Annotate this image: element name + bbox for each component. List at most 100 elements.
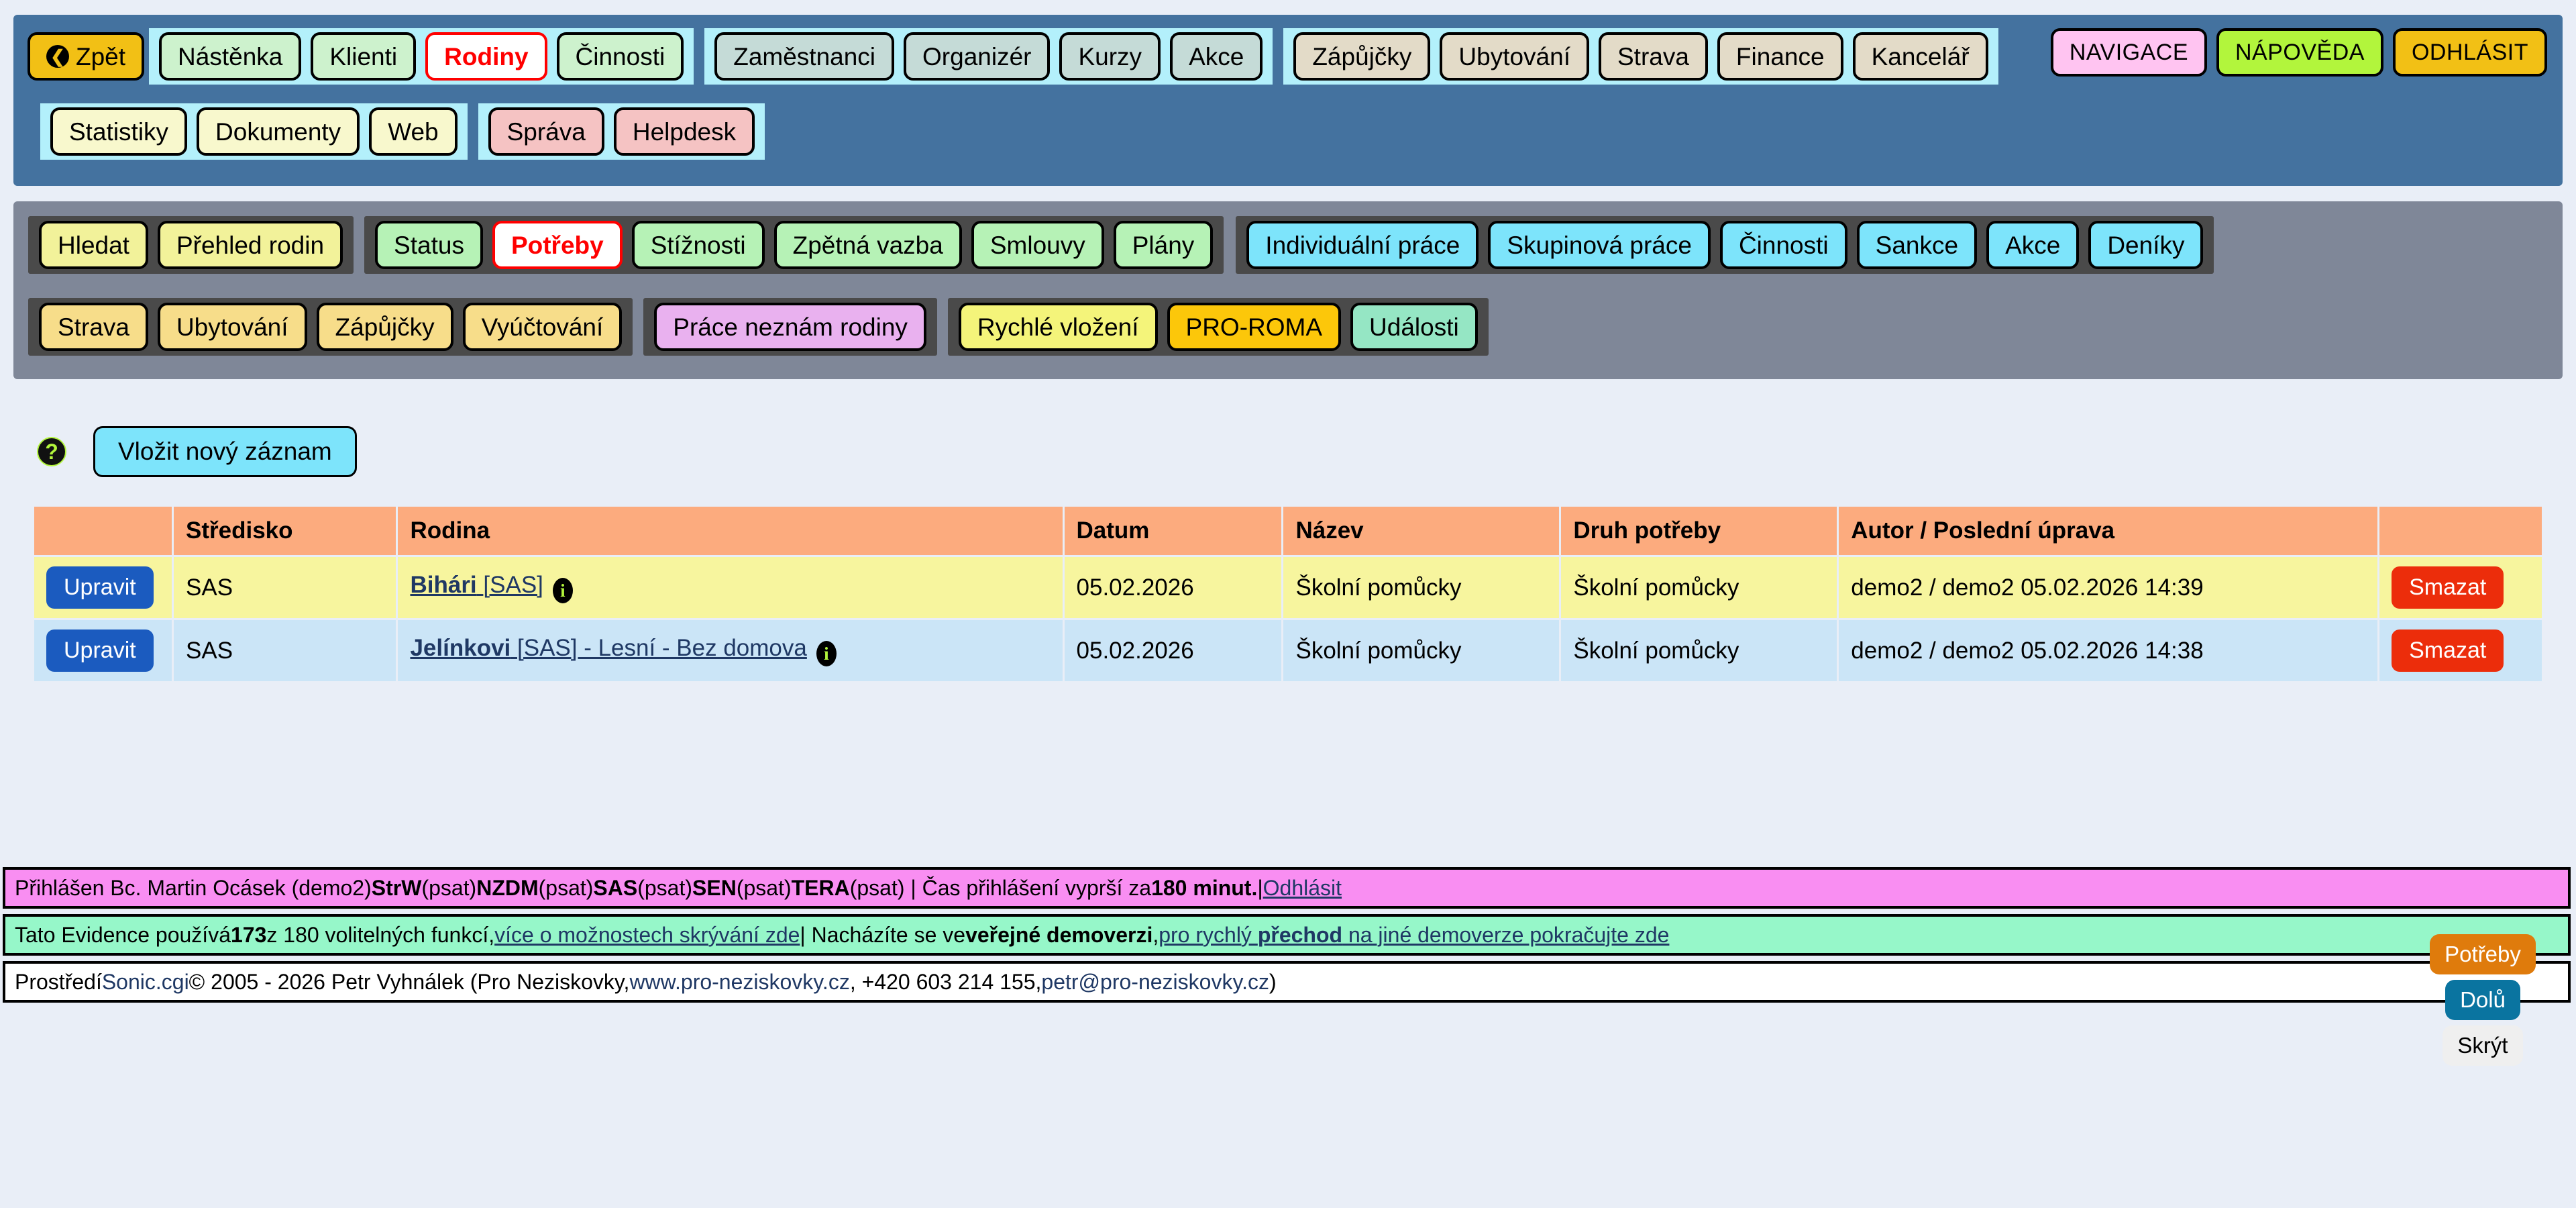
subnav-item-zpetna-vazba[interactable]: Zpětná vazba [773, 221, 962, 269]
navigace-button[interactable]: NAVIGACE [2050, 28, 2207, 77]
sonic-link[interactable]: Sonic.cgi [101, 969, 189, 994]
nav-label: Činnosti [1738, 231, 1829, 259]
cell-datum: 05.02.2026 [1064, 557, 1282, 618]
header-primary-nav: ❮ Zpět Nástěnka Klienti Rodiny Činnosti … [23, 28, 1998, 85]
nav-item-web[interactable]: Web [369, 107, 458, 156]
nav-label: Správa [506, 117, 586, 146]
subnav-item-smlouvy[interactable]: Smlouvy [971, 221, 1104, 269]
family-link[interactable]: Bihári [SAS] [410, 572, 543, 598]
nav-item-kurzy[interactable]: Kurzy [1059, 32, 1161, 81]
cell-datum: 05.02.2026 [1064, 620, 1282, 681]
nav-label: Deníky [2107, 231, 2185, 259]
question-mark-icon[interactable]: ? [37, 437, 66, 466]
subnav-item-prehled-rodin[interactable]: Přehled rodin [157, 221, 343, 269]
odhlasit-button[interactable]: ODHLÁSIT [2392, 28, 2547, 77]
subnav-item-rychle-vlozeni[interactable]: Rychlé vložení [958, 303, 1158, 351]
nav-item-statistiky[interactable]: Statistiky [50, 107, 188, 156]
nav-label: Organizér [922, 42, 1032, 70]
back-button[interactable]: ❮ Zpět [28, 32, 145, 81]
nav-label: Strava [1617, 42, 1689, 70]
nav-group-admin: Správa Helpdesk [478, 103, 765, 160]
nav-item-sprava[interactable]: Správa [488, 107, 604, 156]
nav-item-cinnosti[interactable]: Činnosti [556, 32, 684, 81]
subnav-group-records: Status Potřeby Stížnosti Zpětná vazba Sm… [364, 216, 1224, 274]
nav-item-strava[interactable]: Strava [1598, 32, 1708, 81]
subnav-item-hledat[interactable]: Hledat [39, 221, 148, 269]
nav-label: Dokumenty [215, 117, 341, 146]
subnav-item-zapujcky[interactable]: Zápůjčky [316, 303, 453, 351]
subnav-item-cinnosti[interactable]: Činnosti [1719, 221, 1847, 269]
subnav-group-work: Individuální práce Skupinová práce Činno… [1236, 216, 2214, 274]
email-link[interactable]: petr@pro-neziskovky.cz [1041, 969, 1269, 994]
demo-link-part2: na jiné demoverze pokračujte zde [1342, 922, 1670, 947]
subnav-item-udalosti[interactable]: Události [1350, 303, 1478, 351]
subnav-item-strava[interactable]: Strava [39, 303, 148, 351]
subnav-item-plany[interactable]: Plány [1113, 221, 1214, 269]
delete-button[interactable]: Smazat [2392, 566, 2504, 609]
col-nazev: Název [1283, 507, 1560, 555]
nav-item-klienti[interactable]: Klienti [311, 32, 417, 81]
nav-label: Potřeby [511, 231, 604, 259]
float-button-skryt[interactable]: Skrýt [2443, 1025, 2523, 1066]
cell-nazev: Školní pomůcky [1283, 620, 1560, 681]
float-button-potreby[interactable]: Potřeby [2430, 934, 2536, 974]
family-detail: [SAS] - Lesní - Bez domova [517, 634, 807, 661]
subnav-item-pro-roma[interactable]: PRO-ROMA [1167, 303, 1342, 351]
nav-item-dokumenty[interactable]: Dokumenty [197, 107, 360, 156]
family-link[interactable]: Jelínkovi [SAS] - Lesní - Bez domova [410, 635, 806, 661]
nav-label: Kancelář [1871, 42, 1970, 70]
nav-group-tertiary: Zápůjčky Ubytování Strava Finance Kancel… [1283, 28, 1998, 85]
nav-item-zamestnanci[interactable]: Zaměstnanci [714, 32, 895, 81]
float-button-dolu[interactable]: Dolů [2445, 980, 2520, 1020]
table-row: Upravit SAS Jelínkovi [SAS] - Lesní - Be… [34, 620, 2542, 681]
subnav-item-ubytovani[interactable]: Ubytování [157, 303, 307, 351]
nav-item-zapujcky[interactable]: Zápůjčky [1293, 32, 1431, 81]
delete-button[interactable]: Smazat [2392, 630, 2504, 672]
edit-button[interactable]: Upravit [46, 630, 154, 672]
info-icon[interactable]: i [816, 641, 837, 667]
napoveda-button[interactable]: NÁPOVĚDA [2216, 28, 2383, 77]
cell-actions: Upravit [34, 557, 172, 618]
subnav-item-vyuctovani[interactable]: Vyúčtování [462, 303, 623, 351]
session-minutes: 180 minut. [1151, 875, 1258, 900]
nav-label: Akce [2005, 231, 2061, 259]
nav-item-organizer[interactable]: Organizér [904, 32, 1051, 81]
demo-switch-link[interactable]: pro rychlý přechod na jiné demoverze pok… [1159, 923, 1669, 948]
nav-group-tools: Statistiky Dokumenty Web [40, 103, 468, 160]
subnav-item-skupinova-prace[interactable]: Skupinová práce [1488, 221, 1711, 269]
role-sas: SAS [593, 875, 638, 900]
subnav-group-extra: Rychlé vložení PRO-ROMA Události [947, 298, 1489, 356]
website-link[interactable]: www.pro-neziskovky.cz [629, 969, 850, 994]
nav-label: Statistiky [69, 117, 169, 146]
nav-item-akce[interactable]: Akce [1170, 32, 1263, 81]
subnav-item-sankce[interactable]: Sankce [1856, 221, 1978, 269]
subnav-item-prace-neznam-rodiny[interactable]: Práce neznám rodiny [654, 303, 926, 351]
subnav-item-individualni-prace[interactable]: Individuální práce [1246, 221, 1479, 269]
nav-item-helpdesk[interactable]: Helpdesk [613, 107, 755, 156]
subnav-item-stiznosti[interactable]: Stížnosti [631, 221, 765, 269]
edit-button[interactable]: Upravit [46, 566, 154, 609]
family-name: Jelínkovi [410, 634, 511, 661]
nav-item-finance[interactable]: Finance [1717, 32, 1843, 81]
subnav-item-akce[interactable]: Akce [1986, 221, 2080, 269]
nav-label: Vyúčtování [481, 313, 604, 341]
subnav-item-status[interactable]: Status [375, 221, 483, 269]
nav-group-primary: Nástěnka Klienti Rodiny Činnosti [149, 28, 694, 85]
nav-item-rodiny[interactable]: Rodiny [425, 32, 547, 81]
nav-item-ubytovani[interactable]: Ubytování [1440, 32, 1589, 81]
nav-item-nastenka[interactable]: Nástěnka [159, 32, 302, 81]
cell-rodina: Bihári [SAS] i [398, 557, 1063, 618]
nav-item-kancelar[interactable]: Kancelář [1852, 32, 1988, 81]
nav-label: Sankce [1875, 231, 1959, 259]
hiding-options-link[interactable]: více o možnostech skrývání zde [494, 922, 800, 947]
nav-label: Strava [58, 313, 129, 341]
subnav-item-deniky[interactable]: Deníky [2088, 221, 2204, 269]
subnav-item-potreby[interactable]: Potřeby [492, 221, 623, 269]
insert-new-record-button[interactable]: Vložit nový záznam [93, 426, 357, 477]
nav-label: Činnosti [575, 42, 665, 70]
info-icon[interactable]: i [552, 578, 573, 604]
logout-link[interactable]: Odhlásit [1263, 875, 1342, 900]
role-nzdm-suffix: (psat) [538, 875, 594, 900]
cell-delete: Smazat [2379, 557, 2542, 618]
nav-label: Hledat [58, 231, 129, 259]
